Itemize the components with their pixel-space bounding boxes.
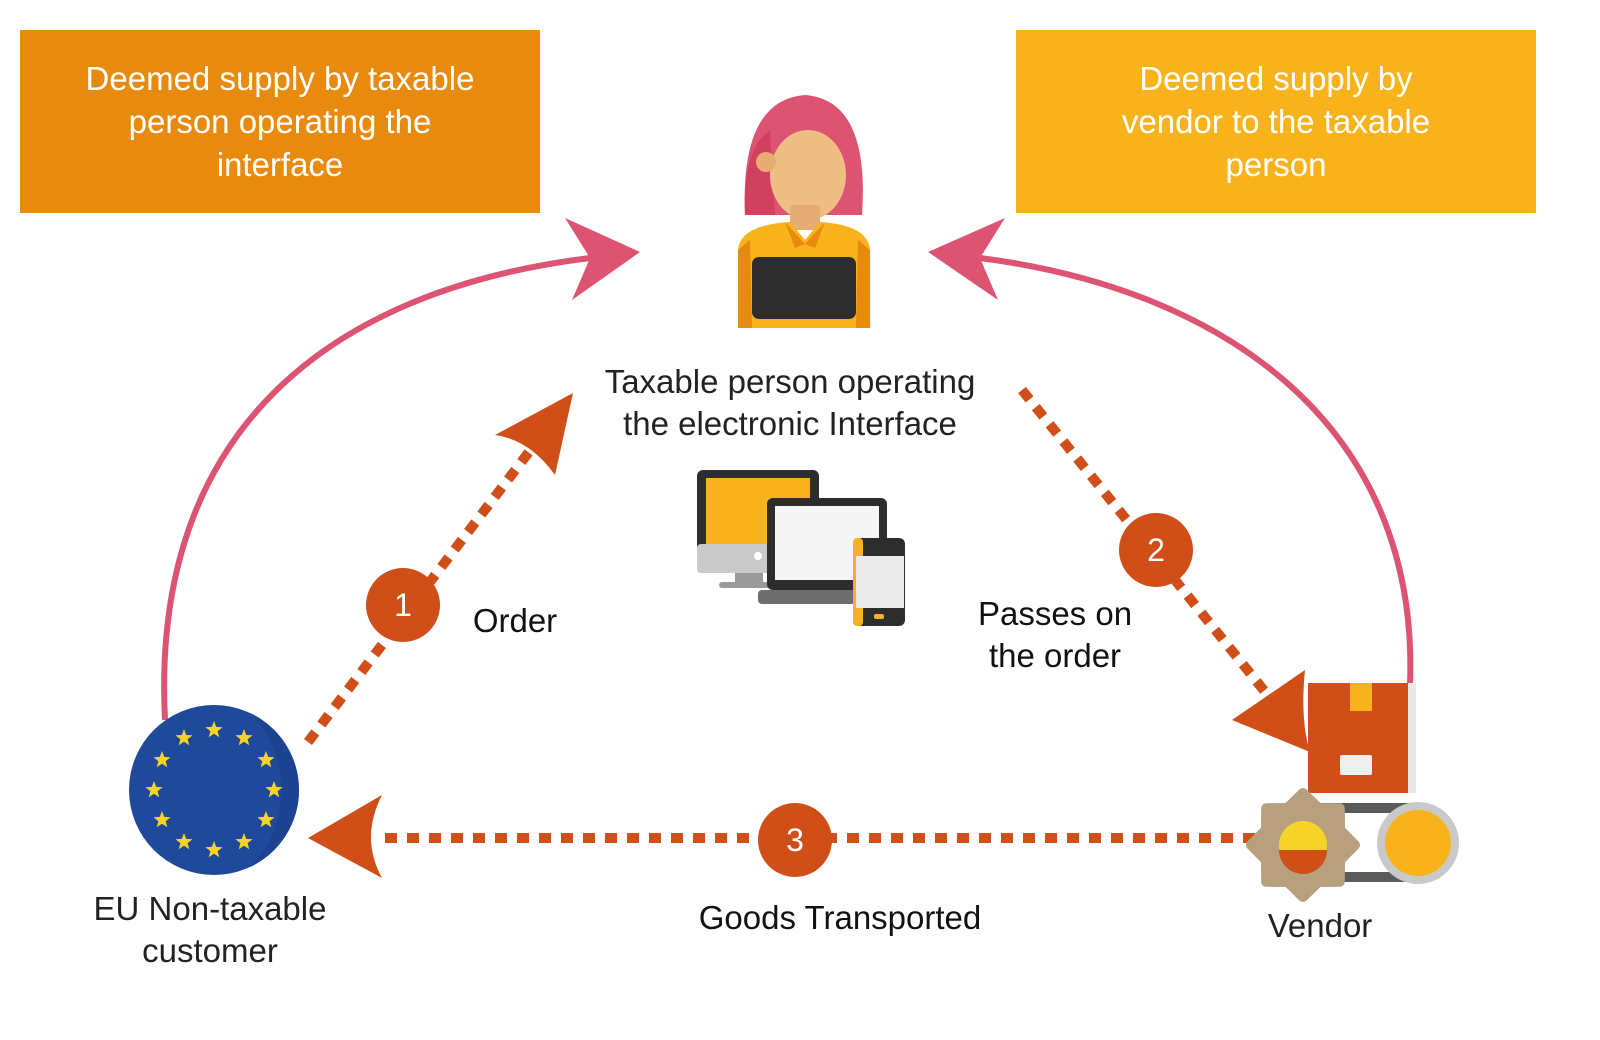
- devices-icon: [697, 470, 905, 626]
- eu-star-icon: [153, 751, 171, 768]
- step-2-badge: 2: [1119, 513, 1193, 587]
- step-3-number: 3: [786, 822, 804, 858]
- supply-arc-right: [979, 255, 1414, 686]
- step-1-badge: 1: [366, 568, 440, 642]
- step-1-label: Order: [472, 602, 558, 639]
- order-arrowhead: [495, 393, 573, 475]
- deemed-supply-vendor-box: Deemed supply by vendor to the taxable p…: [1016, 30, 1536, 213]
- eu-star-icon: [145, 781, 163, 798]
- eu-star-icon: [205, 721, 223, 738]
- eu-flag-icon: [129, 705, 299, 875]
- step-1-number: 1: [394, 587, 412, 623]
- person-with-laptop-icon: [738, 95, 870, 328]
- eu-star-icon: [175, 729, 193, 746]
- eu-star-icon: [205, 841, 223, 858]
- goods-arrowhead: [308, 795, 382, 878]
- passes-order-arrowhead: [1232, 670, 1310, 752]
- vendor-box-gears-icon: [1246, 683, 1459, 902]
- step-3-badge: 3: [758, 803, 832, 877]
- supply-arrowhead-right: [928, 218, 1005, 300]
- deemed-supply-interface-box: Deemed supply by taxable person operatin…: [20, 30, 540, 213]
- interface-operator-label: Taxable person operating the electronic …: [604, 363, 976, 442]
- step-2-number: 2: [1147, 532, 1165, 568]
- step-3-label: Goods Transported: [698, 899, 982, 936]
- eu-star-icon: [175, 833, 193, 850]
- supply-arc-left: [161, 255, 591, 721]
- eu-star-icon: [265, 781, 283, 798]
- eu-star-icon: [257, 751, 275, 768]
- eu-star-icon: [153, 811, 171, 828]
- customer-label: EU Non-taxable customer: [93, 890, 327, 969]
- eu-star-icon: [257, 811, 275, 828]
- supply-arrowhead-left: [565, 218, 640, 300]
- vendor-label: Vendor: [1267, 907, 1373, 944]
- step-2-label: Passes on the order: [977, 595, 1133, 674]
- eu-star-icon: [235, 729, 253, 746]
- eu-star-icon: [235, 833, 253, 850]
